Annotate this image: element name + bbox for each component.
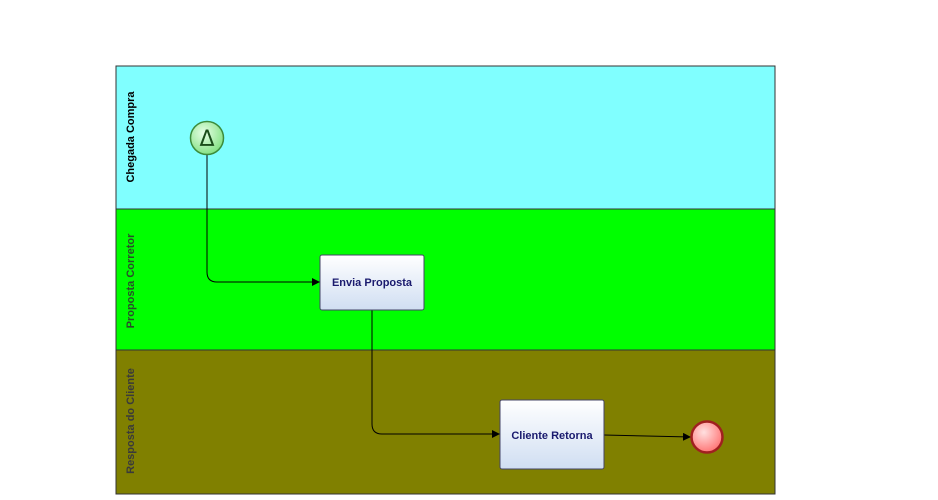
sequence-flow-cliente-to-end[interactable]: [603, 432, 692, 441]
start-event-glyph: Δ: [199, 127, 214, 152]
swimlane-proposta-corretor[interactable]: Proposta Corretor: [115, 208, 776, 351]
task-label-cliente-retorna: Cliente Retorna: [511, 430, 593, 442]
sequence-flow-envia-to-cliente[interactable]: [371, 310, 500, 438]
task-cliente-retorna[interactable]: Cliente Retorna: [499, 399, 605, 470]
sequence-flow-start-to-envia[interactable]: [206, 154, 320, 286]
end-event-icon[interactable]: [690, 420, 724, 454]
start-event-icon[interactable]: Δ: [189, 120, 225, 156]
lane-label-proposta-corretor: Proposta Corretor: [125, 233, 137, 328]
lane-label-chegada-compra: Chegada Compra: [125, 91, 137, 183]
lane-label-resposta-do-cliente: Resposta do Cliente: [125, 368, 137, 474]
task-envia-proposta[interactable]: Envia Proposta: [319, 254, 425, 311]
task-label-envia-proposta: Envia Proposta: [332, 277, 413, 289]
swimlane-chegada-compra[interactable]: Chegada Compra: [115, 65, 776, 210]
swimlane-resposta-do-cliente[interactable]: Resposta do Cliente: [115, 349, 776, 495]
